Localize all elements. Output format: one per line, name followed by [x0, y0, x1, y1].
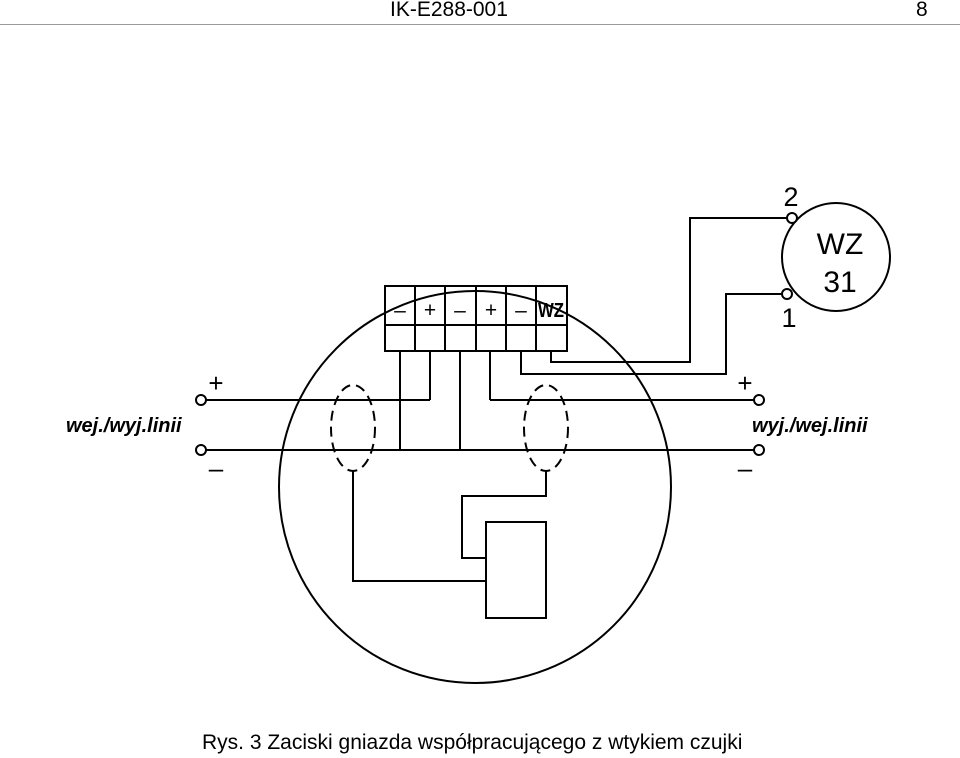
left-minus-terminal — [195, 444, 207, 456]
terminal-label: – — [515, 299, 527, 322]
header-rule — [0, 24, 960, 25]
pin-2-label: 2 — [783, 182, 798, 212]
page-header: IK-E288-001 8 — [0, 0, 960, 26]
terminal-wz-wire — [550, 217, 790, 363]
wz-number: 31 — [823, 266, 856, 299]
left-minus-label: – — [209, 453, 224, 483]
terminal-label: – — [394, 299, 406, 322]
page-number: 8 — [916, 0, 928, 21]
terminal-label: + — [485, 299, 497, 322]
right-plus-label: + — [737, 368, 752, 398]
wz-pin-2 — [786, 212, 798, 224]
terminal-label: – — [454, 299, 466, 322]
right-shield — [523, 384, 569, 472]
terminal-label-wz: WZ — [538, 300, 564, 322]
left-plus-label: + — [208, 368, 223, 398]
wz-pin-1 — [781, 288, 793, 300]
right-minus-label: – — [738, 453, 753, 483]
left-line-label: wej./wyj.linii — [66, 415, 182, 437]
terminal-5-wire — [520, 293, 787, 375]
right-line-label: wyj./wej.linii — [752, 415, 868, 437]
left-shield-lead — [352, 471, 486, 582]
electronic-module — [485, 521, 547, 619]
right-shield-lead — [461, 471, 547, 559]
wz-label: WZ — [817, 228, 864, 261]
pin-1-label: 1 — [781, 303, 796, 333]
figure-caption: Rys. 3 Zaciski gniazda współpracującego … — [202, 731, 743, 754]
left-plus-terminal — [195, 394, 207, 406]
right-minus-terminal — [753, 444, 765, 456]
terminal-label: + — [424, 299, 436, 322]
wz31-circle — [781, 202, 891, 312]
document-code: IK-E288-001 — [390, 0, 508, 21]
right-plus-terminal — [753, 394, 765, 406]
left-shield — [330, 384, 376, 472]
